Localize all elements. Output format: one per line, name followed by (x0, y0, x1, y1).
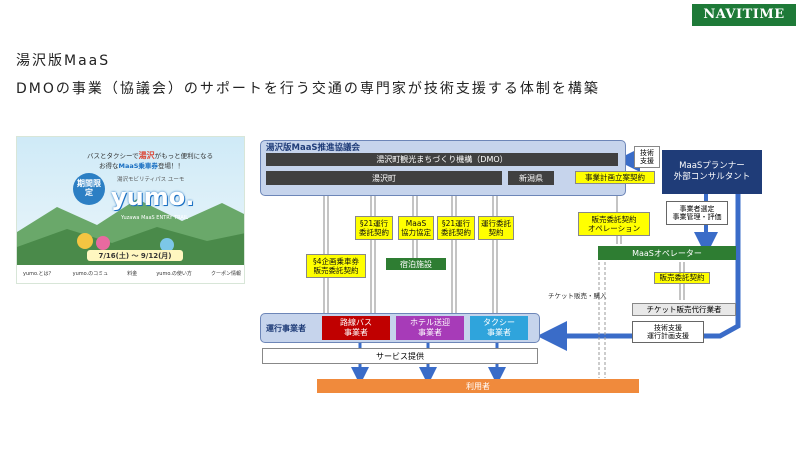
page-title: 湯沢版MaaS (16, 53, 111, 69)
poster-tagline-3-end: 登場！！ (157, 162, 184, 170)
poster-footer-item[interactable]: yumo.のコミュ (72, 271, 109, 277)
poster-footer-item[interactable]: yumo.とは？ (23, 271, 54, 277)
dmo-box: 湯沢町観光まちづくり機構（DMO） (266, 153, 618, 166)
sales-contract-label: 販売委託契約 (654, 272, 710, 284)
bus-operator-box: 路線バス 事業者 (322, 316, 390, 340)
poster-footer: yumo.とは？ yumo.のコミュ 料金 yumo.の使い方 クーポン情報 (23, 270, 241, 277)
hotel-shuttle-operator-box: ホテル送迎 事業者 (396, 316, 464, 340)
sec21-contract-a-label: §21運行 委託契約 (355, 216, 393, 240)
maas-agreement-label: MaaS 協力協定 (398, 216, 434, 240)
tech-support-label: 技術 支援 (634, 146, 660, 168)
operators-label: 運行事業者 (266, 324, 306, 333)
users-bar: 利用者 (317, 379, 639, 393)
maas-planner-box: MaaSプランナー 外部コンサルタント (662, 150, 762, 194)
poster-footer-item[interactable]: yumo.の使い方 (156, 271, 192, 277)
taxi-operator-box: タクシー 事業者 (470, 316, 528, 340)
service-arrows (351, 342, 506, 385)
poster-footer-item[interactable]: クーポン情報 (210, 271, 241, 277)
lodging-box: 宿泊施設 (386, 258, 446, 270)
operator-selection-label: 事業者選定 事業管理・評価 (666, 201, 728, 225)
poster-tagline-2: がもっと便利になる (154, 152, 214, 160)
ticket-sales-note: チケット販売・購入 (548, 292, 607, 300)
operation-contract-label: 運行委託 契約 (478, 216, 514, 240)
poster-tagline-highlight: 湯沢 (138, 151, 155, 160)
poster-brand-sub: Yuzawa MaaS ENTRY TRAIL (121, 215, 189, 221)
page-subtitle: DMOの事業（協議会）のサポートを行う交通の専門家が技術支援する体制を構築 (16, 81, 600, 97)
navitime-logo: NAVITIME (692, 4, 796, 26)
contract-lines (323, 186, 498, 316)
ticket-agent-box: チケット販売代行業者 (632, 303, 736, 316)
plan-contract-label: 事業計画立案契約 (575, 171, 655, 184)
poster-limited-badge: 期間限定 (73, 173, 105, 205)
sales-contract-ops-label: 販売委託契約 オペレーション (578, 212, 650, 236)
poster-brand-small: 湯沢モビリティパス ユーモ (117, 177, 185, 183)
sec21-contract-b-label: §21運行 委託契約 (437, 216, 475, 240)
poster-footer-item[interactable]: 料金 (127, 271, 138, 277)
poster-tagline-3-highlight: MaaS乗車券 (118, 162, 158, 170)
maas-operator-box: MaaSオペレーター (598, 246, 736, 260)
poster-tagline-3: お得な (99, 162, 119, 170)
yumo-poster: バスとタクシーで湯沢がもっと便利になる お得なMaaS乗車券登場！！ 期間限定 … (16, 136, 245, 284)
council-title: 湯沢版MaaS推進協議会 (266, 143, 361, 153)
poster-brand: yumo. (111, 183, 195, 211)
poster-dates: 7/16(土) 〜 9/12(月) (87, 250, 183, 261)
tech-ops-support-label: 技術支援 運行計画支援 (632, 321, 704, 343)
service-provision-bar: サービス提供 (262, 348, 538, 364)
poster-tagline-1: バスとタクシーで (87, 152, 139, 160)
sec4-contract-label: §4企画乗車券 販売委託契約 (306, 254, 366, 278)
town-box: 湯沢町 (266, 171, 502, 185)
prefecture-box: 新潟県 (508, 171, 554, 185)
council-panel (260, 140, 626, 196)
